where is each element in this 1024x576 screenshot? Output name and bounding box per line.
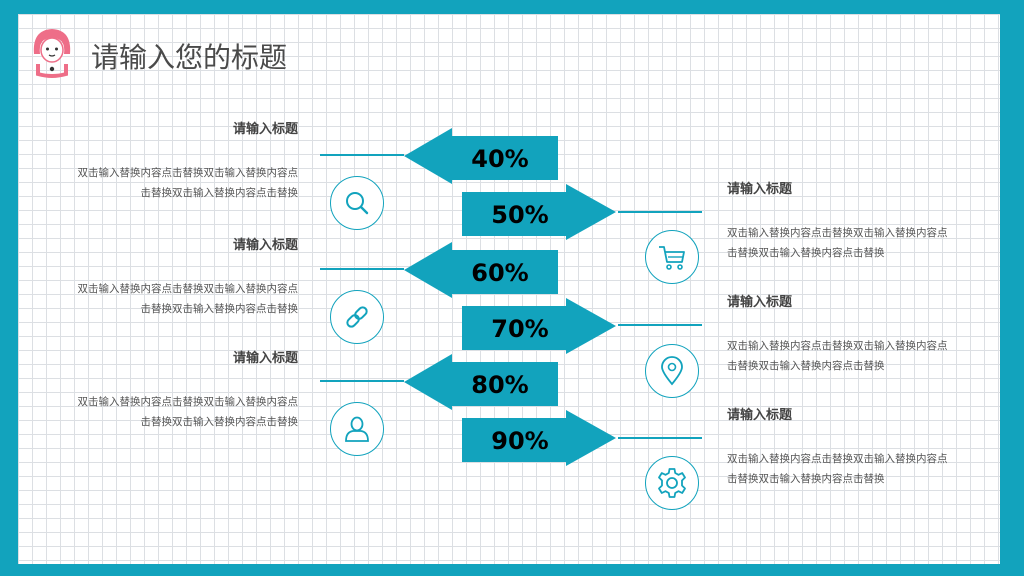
search-icon — [346, 192, 369, 215]
arrow-left-40: 40% — [404, 128, 558, 184]
left-item-text-line1: 双击输入替换内容点击替换双击输入替换内容点 — [77, 396, 299, 408]
arrow-label: 80% — [471, 371, 528, 399]
left-item-heading: 请输入标题 — [232, 351, 298, 366]
left-item-text-line2: 击替换双击输入替换内容点击替换 — [140, 303, 299, 315]
cart-icon-circle — [645, 230, 699, 284]
search-icon-circle — [330, 176, 384, 230]
left-item-text-line1: 双击输入替换内容点击替换双击输入替换内容点 — [77, 167, 299, 179]
arrow-left-80: 80% — [404, 354, 558, 410]
connector-line — [618, 324, 702, 326]
right-item-heading: 请输入标题 — [727, 408, 793, 423]
right-item-text-line2: 击替换双击输入替换内容点击替换 — [727, 247, 885, 259]
arrow-right-70: 70% — [462, 298, 616, 354]
right-item-text-line1: 双击输入替换内容点击替换双击输入替换内容点 — [727, 340, 948, 352]
arrow-label: 60% — [471, 259, 528, 287]
arrow-right-50: 50% — [462, 184, 616, 240]
left-item-text-line1: 双击输入替换内容点击替换双击输入替换内容点 — [77, 283, 299, 295]
connector-line — [320, 154, 404, 156]
right-item-text-line1: 双击输入替换内容点击替换双击输入替换内容点 — [727, 227, 948, 239]
connector-line — [320, 380, 404, 382]
connector-line — [320, 268, 404, 270]
location-pin-icon-circle — [645, 344, 699, 398]
left-item-text-line2: 击替换双击输入替换内容点击替换 — [140, 187, 299, 199]
left-item-heading: 请输入标题 — [232, 122, 298, 137]
right-item-text-line2: 击替换双击输入替换内容点击替换 — [727, 360, 885, 372]
link-icon-circle — [330, 290, 384, 344]
left-item-text-line2: 击替换双击输入替换内容点击替换 — [140, 416, 299, 428]
connector-line — [618, 211, 702, 213]
right-item-heading: 请输入标题 — [727, 182, 793, 197]
arrow-label: 50% — [491, 201, 548, 229]
right-item-text-line1: 双击输入替换内容点击替换双击输入替换内容点 — [727, 453, 948, 465]
connector-line — [618, 437, 702, 439]
arrow-label: 40% — [471, 145, 528, 173]
right-item-heading: 请输入标题 — [727, 295, 793, 310]
link-icon — [346, 306, 368, 328]
arrow-left-60: 60% — [404, 242, 558, 298]
right-item-text-line2: 击替换双击输入替换内容点击替换 — [727, 473, 885, 485]
slide: 请输入您的标题 请输入标题 双击输入替换内容点击替换双击输入替换内容点 击替换双… — [18, 14, 1000, 564]
page-title: 请输入您的标题 — [91, 41, 288, 74]
gear-icon-circle — [645, 456, 699, 510]
location-pin-icon — [661, 356, 683, 386]
user-icon-circle — [330, 402, 384, 456]
gear-icon — [658, 468, 686, 498]
left-item-heading: 请输入标题 — [232, 238, 298, 253]
girl-logo-icon — [33, 29, 71, 78]
user-icon — [345, 416, 369, 442]
arrow-right-90: 90% — [462, 410, 616, 466]
arrow-label: 90% — [491, 427, 548, 455]
cart-icon — [659, 246, 685, 270]
arrow-label: 70% — [491, 315, 548, 343]
